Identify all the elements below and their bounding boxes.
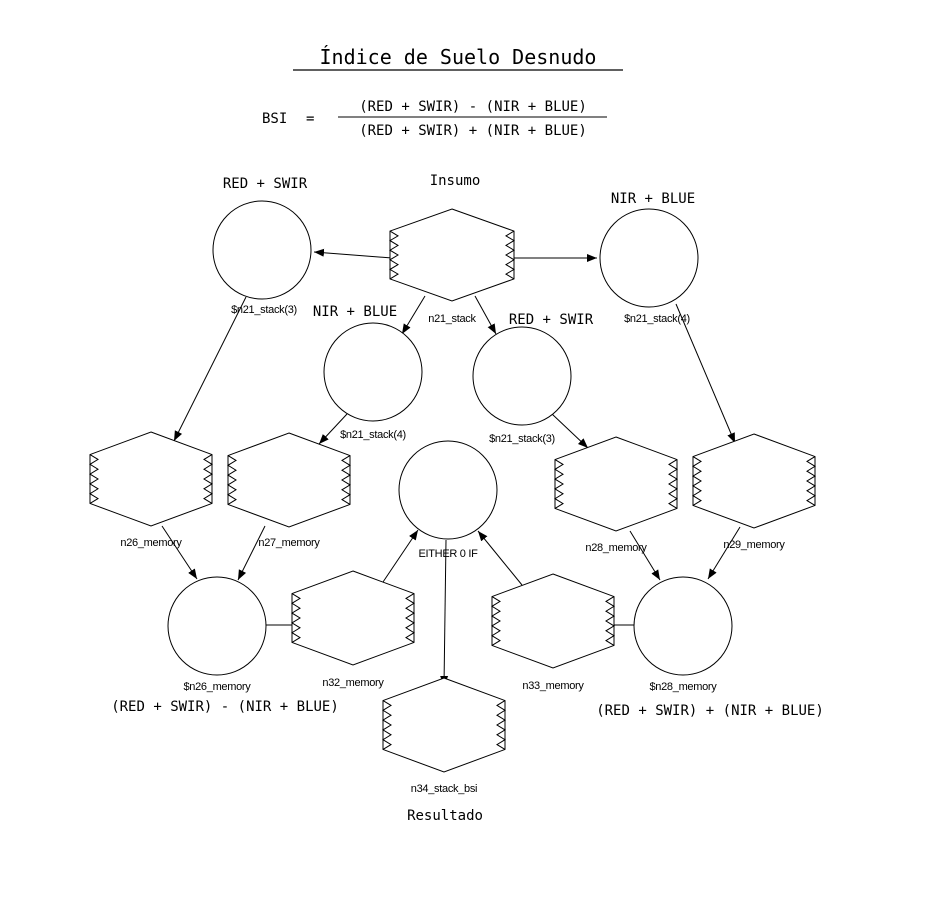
function-node-circle[interactable] (472, 326, 572, 426)
node-n26[interactable]: n26_memory (89, 431, 213, 549)
node-label: n27_memory (258, 537, 320, 549)
stack-node-zigzag-right (405, 593, 415, 643)
stack-node-zigzag-left (389, 230, 399, 280)
node-n21[interactable]: n21_stack Insumo (389, 173, 515, 325)
node-caption: NIR + BLUE (313, 304, 397, 320)
stack-node-zigzag-left (291, 593, 301, 643)
formula-equals: = (306, 111, 314, 127)
diagram-title: Índice de Suelo Desnudo (320, 45, 597, 69)
stack-node-hexagon[interactable] (291, 570, 415, 666)
edge-n27-s26 (237, 525, 266, 581)
function-node-circle[interactable] (398, 440, 498, 540)
node-f4[interactable]: $n21_stack(3) RED + SWIR (472, 312, 594, 445)
stack-node-zigzag-left (491, 596, 501, 646)
node-label: EITHER 0 IF (418, 548, 478, 560)
node-f1[interactable]: $n21_stack(3) RED + SWIR (212, 176, 312, 316)
node-f3[interactable]: $n21_stack(4) NIR + BLUE (313, 304, 423, 441)
stack-node-hexagon[interactable] (382, 677, 506, 773)
stack-node-zigzag-left (554, 459, 564, 509)
stack-node-hexagon[interactable] (554, 436, 678, 532)
node-label: $n21_stack(4) (624, 313, 690, 325)
edge-n21-f3 (401, 295, 426, 335)
bsi-formula: BSI = (RED + SWIR) - (NIR + BLUE) (RED +… (262, 99, 607, 139)
node-label: $n21_stack(3) (489, 433, 555, 445)
stack-node-zigzag-right (341, 455, 351, 505)
edge-n26-s26 (161, 525, 198, 580)
function-node-circle[interactable] (212, 200, 312, 300)
node-label: n32_memory (322, 677, 384, 689)
edge-n21-f4 (474, 295, 497, 335)
node-s26[interactable]: $n26_memory (RED + SWIR) - (NIR + BLUE) (111, 576, 339, 715)
stack-node-zigzag-right (203, 454, 213, 504)
node-caption: RED + SWIR (223, 176, 308, 192)
node-label: $n26_memory (183, 681, 251, 693)
stack-node-zigzag-left (89, 454, 99, 504)
node-caption: RED + SWIR (509, 312, 594, 328)
stack-node-zigzag-right (496, 700, 506, 750)
edge-f3-n27 (318, 413, 348, 445)
edges-layer (161, 248, 741, 687)
function-node-circle[interactable] (167, 576, 267, 676)
stack-node-zigzag-left (227, 455, 237, 505)
formula-numerator: (RED + SWIR) - (NIR + BLUE) (359, 99, 587, 115)
node-label: n29_memory (723, 539, 785, 551)
node-label: $n28_memory (649, 681, 717, 693)
formula-denominator: (RED + SWIR) + (NIR + BLUE) (359, 123, 587, 139)
stack-node-zigzag-left (382, 700, 392, 750)
edge-f2-n29 (675, 303, 736, 444)
node-label: $n21_stack(3) (231, 304, 297, 316)
stack-node-zigzag-right (806, 456, 816, 506)
node-caption: (RED + SWIR) - (NIR + BLUE) (111, 699, 339, 715)
node-label: n34_stack_bsi (411, 783, 477, 795)
edge-n33-either (477, 530, 523, 586)
stack-node-hexagon[interactable] (89, 431, 213, 527)
node-label: $n21_stack(4) (340, 429, 406, 441)
edge-n29-s28 (707, 526, 741, 580)
node-n33[interactable]: n33_memory (491, 573, 615, 692)
node-f2[interactable]: $n21_stack(4) NIR + BLUE (599, 191, 699, 325)
function-node-circle[interactable] (323, 322, 423, 422)
edge-n21-f1 (313, 248, 393, 259)
node-caption: Insumo (430, 173, 481, 189)
node-either[interactable]: EITHER 0 IF (398, 440, 498, 560)
stack-node-zigzag-right (505, 230, 515, 280)
edge-n28-s28 (629, 530, 661, 581)
stack-node-hexagon[interactable] (491, 573, 615, 669)
node-label: n21_stack (428, 313, 476, 325)
node-label: n28_memory (585, 542, 647, 554)
node-label: n33_memory (522, 680, 584, 692)
node-caption: Resultado (407, 808, 483, 824)
node-n28[interactable]: n28_memory (554, 436, 678, 554)
edge-either-n34 (440, 539, 449, 687)
node-caption: NIR + BLUE (611, 191, 695, 207)
function-node-circle[interactable] (599, 208, 699, 308)
node-n27[interactable]: n27_memory (227, 432, 351, 549)
stack-node-zigzag-left (692, 456, 702, 506)
stack-node-hexagon[interactable] (692, 433, 816, 529)
edge-f4-n28 (551, 413, 589, 449)
stack-node-hexagon[interactable] (389, 208, 515, 302)
edge-f1-n26 (173, 296, 247, 442)
formula-lhs: BSI (262, 111, 287, 127)
node-label: n26_memory (120, 537, 182, 549)
stack-node-zigzag-right (605, 596, 615, 646)
node-s28[interactable]: $n28_memory (RED + SWIR) + (NIR + BLUE) (596, 576, 824, 719)
function-node-circle[interactable] (633, 576, 733, 676)
stack-node-zigzag-right (668, 459, 678, 509)
node-caption: (RED + SWIR) + (NIR + BLUE) (596, 703, 824, 719)
edge-n32-either (382, 529, 419, 583)
node-n32[interactable]: n32_memory (291, 570, 415, 689)
stack-node-hexagon[interactable] (227, 432, 351, 528)
node-n29[interactable]: n29_memory (692, 433, 816, 551)
